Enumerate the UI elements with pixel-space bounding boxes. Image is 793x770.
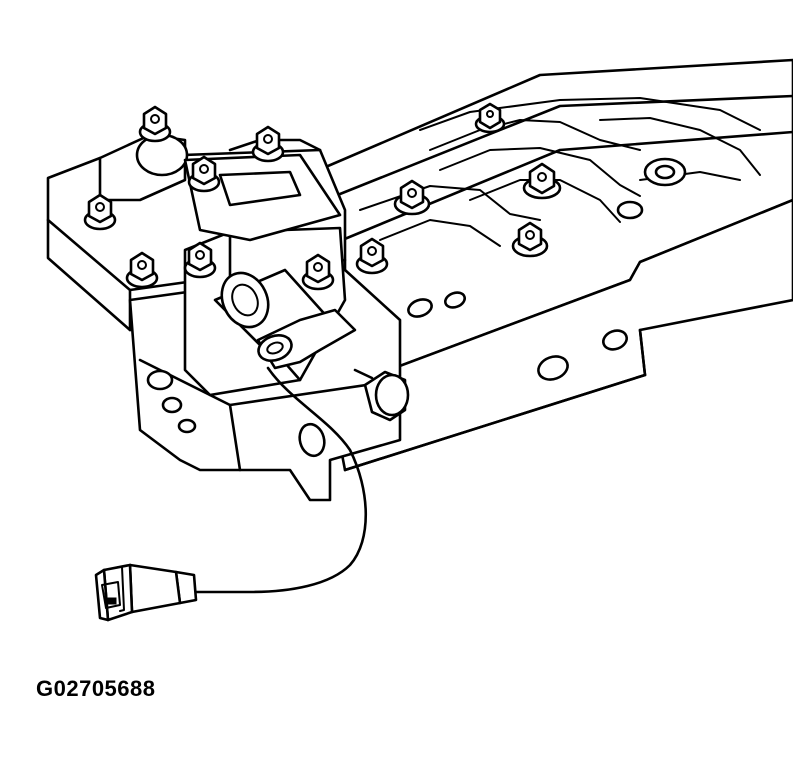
solenoid-housing bbox=[46, 133, 410, 502]
hex-bolt-icon bbox=[474, 102, 506, 134]
hex-bolt-icon bbox=[355, 237, 389, 275]
plate-bolts bbox=[393, 102, 562, 258]
hex-bolt-icon bbox=[138, 105, 172, 143]
valve-body-plate bbox=[298, 58, 793, 472]
hex-bolt-icon bbox=[183, 241, 217, 279]
wire-harness bbox=[188, 366, 368, 594]
hex-bolt-icon bbox=[301, 253, 335, 291]
hex-bolt-icon bbox=[187, 155, 221, 193]
hex-bolt-icon bbox=[393, 179, 431, 216]
figure-code: G02705688 bbox=[36, 676, 156, 701]
hex-bolt-icon bbox=[511, 221, 549, 258]
hex-bolt-icon bbox=[83, 193, 117, 231]
connector-icon bbox=[94, 563, 198, 622]
housing-bolts bbox=[83, 105, 389, 291]
hex-bolt-icon bbox=[251, 125, 285, 163]
hex-bolt-icon bbox=[125, 251, 159, 289]
hex-bolt-icon bbox=[522, 162, 562, 200]
